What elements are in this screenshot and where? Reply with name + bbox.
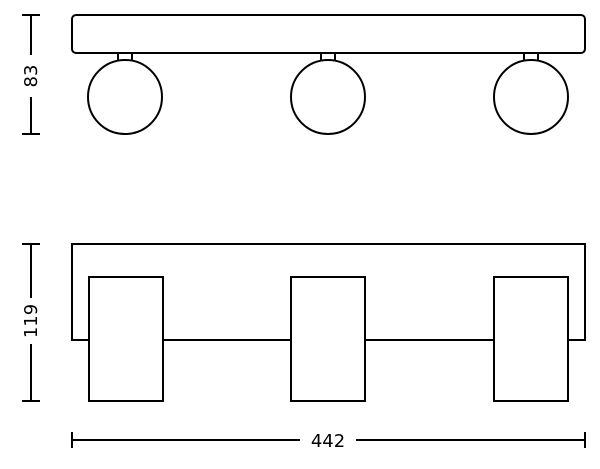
front-view: 119 442 [21,243,586,452]
front-view-spot-2 [290,276,366,402]
height-dimension: 119 [21,243,42,402]
top-view-spot-3-head [493,59,569,135]
height-dimension-label: 119 [21,304,42,338]
depth-dimension: 83 [21,14,42,135]
width-dimension: 442 [71,431,586,452]
depth-dimension-label: 83 [21,65,42,88]
top-view-spot-1-head [87,59,163,135]
top-view-spot-3 [493,52,569,135]
front-view-spot-3 [493,276,569,402]
top-view-spot-2-head [290,59,366,135]
top-view-spot-2 [290,52,366,135]
front-view-spot-1 [88,276,164,402]
top-view: 83 [21,14,586,135]
top-view-base-plate [71,14,586,54]
top-view-spot-1 [87,52,163,135]
width-dimension-label: 442 [311,431,345,452]
